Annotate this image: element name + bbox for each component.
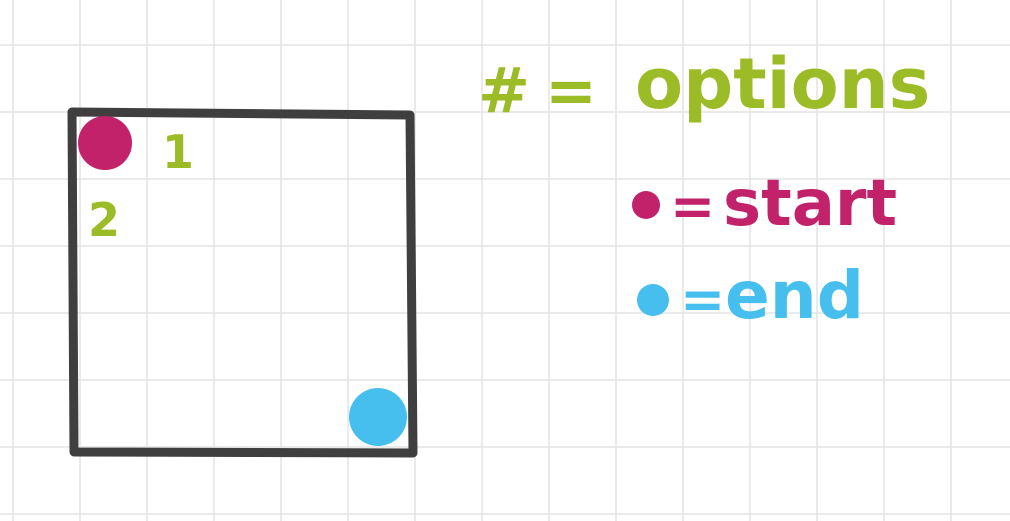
option-label-1: 1 [162, 125, 194, 179]
legend-options-symbol: # [478, 54, 530, 127]
legend-options-row: # = options [478, 43, 930, 127]
legend-end-equals: = [680, 268, 725, 331]
legend-end-dot [637, 284, 669, 316]
legend-end-row: = end [637, 257, 864, 334]
legend-start-text: start [723, 167, 897, 241]
start-marker-dot [78, 116, 132, 170]
legend-end-text: end [725, 257, 864, 334]
legend-start-dot [632, 191, 660, 219]
legend-options-text: options [635, 43, 930, 125]
legend-start-row: = start [632, 167, 897, 241]
legend-start-equals: = [670, 175, 715, 238]
maze-box-outline [67, 107, 418, 458]
end-marker-dot [349, 388, 407, 446]
option-label-2: 2 [88, 193, 120, 247]
legend-options-equals: = [545, 54, 597, 127]
